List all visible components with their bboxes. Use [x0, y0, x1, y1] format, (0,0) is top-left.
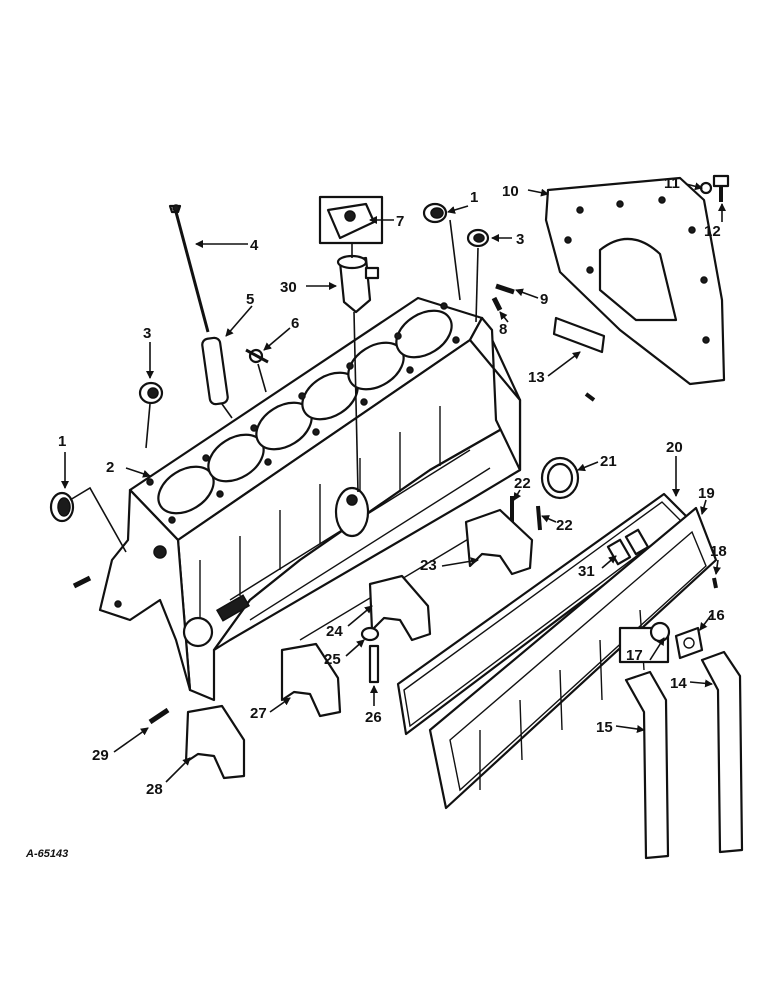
callout-22-lower: 22	[556, 517, 573, 534]
callout-15: 15	[596, 719, 613, 736]
callout-5: 5	[246, 291, 254, 308]
callout-20: 20	[666, 439, 683, 456]
cylinder-block	[98, 296, 522, 702]
callout-3-upper: 3	[516, 231, 524, 248]
callout-29: 29	[92, 747, 109, 764]
callout-labels: 1 1 2 3 3 4 5 6 7 8 9 10 11 12 13 14 15 …	[25, 175, 727, 860]
callout-27: 27	[250, 705, 267, 722]
bearing-cap-28	[184, 704, 246, 780]
cover-plates-31	[606, 528, 650, 566]
dipstick-tube	[201, 336, 229, 406]
callout-13: 13	[528, 369, 545, 386]
callout-18: 18	[710, 543, 727, 560]
callout-7: 7	[396, 213, 404, 230]
callout-21: 21	[600, 453, 617, 470]
callout-25: 25	[324, 651, 341, 668]
callout-17: 17	[626, 647, 643, 664]
callout-31: 31	[578, 563, 595, 580]
side-cover	[428, 506, 718, 810]
callout-2: 2	[106, 459, 114, 476]
screw-18	[712, 577, 718, 589]
callout-22-upper: 22	[514, 475, 531, 492]
crankshaft-seal	[540, 456, 580, 500]
dowel-pins	[491, 283, 515, 312]
callout-30: 30	[280, 279, 297, 296]
callout-1-upper: 1	[470, 189, 478, 206]
callout-24: 24	[326, 623, 343, 640]
pin-29	[148, 707, 170, 725]
callout-12: 12	[704, 223, 721, 240]
stud-26	[368, 644, 380, 684]
leader-lines	[61, 182, 726, 783]
callout-23: 23	[420, 557, 437, 574]
reinforcing-strip	[552, 316, 606, 402]
bearing-cap-24	[368, 574, 432, 642]
callout-4: 4	[250, 237, 259, 254]
expansion-plug-3-lower	[138, 381, 164, 405]
bearing-cap-23	[464, 508, 534, 576]
breather-tube-15	[624, 670, 670, 860]
cap-bolts	[510, 496, 542, 531]
water-connector	[336, 254, 380, 314]
callout-3-lower: 3	[143, 325, 151, 342]
front-pin	[72, 575, 92, 589]
engine-rear-plate	[544, 176, 726, 386]
expansion-plug-lower	[49, 491, 75, 523]
callout-9: 9	[540, 291, 548, 308]
washer-and-bolt	[699, 174, 730, 202]
drain-cock	[245, 348, 269, 364]
expansion-plug-3-upper	[466, 228, 490, 248]
callout-19: 19	[698, 485, 715, 502]
callout-6: 6	[291, 315, 299, 332]
head-bolt-holes	[146, 302, 460, 524]
flange-gasket-16	[674, 626, 704, 660]
callout-1-lower: 1	[58, 433, 66, 450]
bearing-cap-27	[280, 642, 342, 718]
callout-28: 28	[146, 781, 163, 798]
expansion-plug-upper	[422, 202, 448, 224]
washer-25	[360, 626, 380, 642]
callout-14: 14	[670, 675, 687, 692]
callout-16: 16	[708, 607, 725, 624]
callout-11: 11	[664, 175, 680, 192]
oil-dipstick	[168, 204, 210, 333]
breather-tube-14	[700, 650, 744, 854]
callout-10: 10	[502, 183, 519, 200]
callout-8: 8	[499, 321, 507, 338]
drawing-code: A-65143	[25, 848, 68, 860]
callout-26: 26	[365, 709, 382, 726]
